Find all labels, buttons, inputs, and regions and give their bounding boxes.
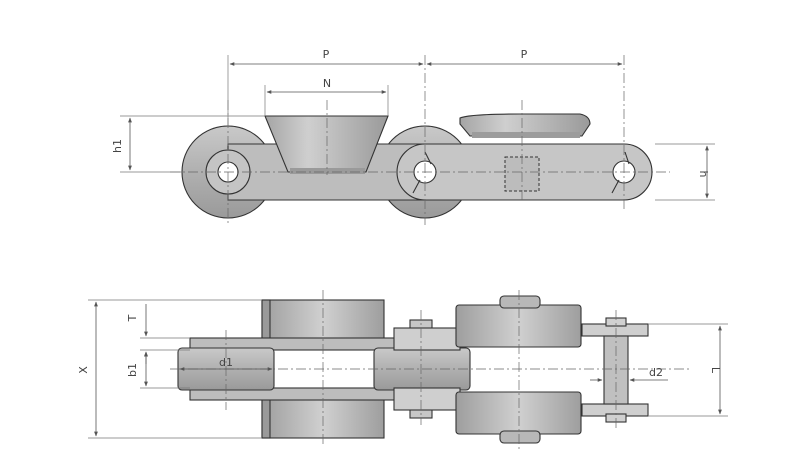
label-h: h [697, 171, 710, 178]
outer-plate-mid-bottom [393, 387, 461, 411]
outer-plate-mid-top [393, 327, 461, 351]
flight-left-teeth [290, 168, 365, 174]
flight-right-teeth [472, 132, 580, 138]
flight-right [459, 113, 591, 137]
label-x: X [77, 366, 90, 374]
attachment-top [455, 304, 582, 348]
plan-view: X T b1 d1 d2 L [77, 290, 728, 450]
label-d2: d2 [649, 366, 663, 379]
cotter-middle [412, 151, 432, 194]
flight-left [264, 115, 389, 173]
label-t: T [126, 314, 139, 322]
label-p-left: P [323, 48, 330, 61]
attachment-bottom [455, 391, 582, 435]
side-view: P P N h1 h [111, 48, 715, 225]
label-h1: h1 [111, 139, 124, 153]
label-b1: b1 [126, 363, 139, 377]
label-p-right: P [521, 48, 528, 61]
cotter-right [611, 151, 630, 194]
label-n: N [323, 77, 331, 90]
label-d1: d1 [219, 356, 233, 369]
attachment-lug-bottom [499, 430, 541, 444]
attachment-lug-top [499, 295, 541, 309]
label-l: L [709, 367, 722, 374]
